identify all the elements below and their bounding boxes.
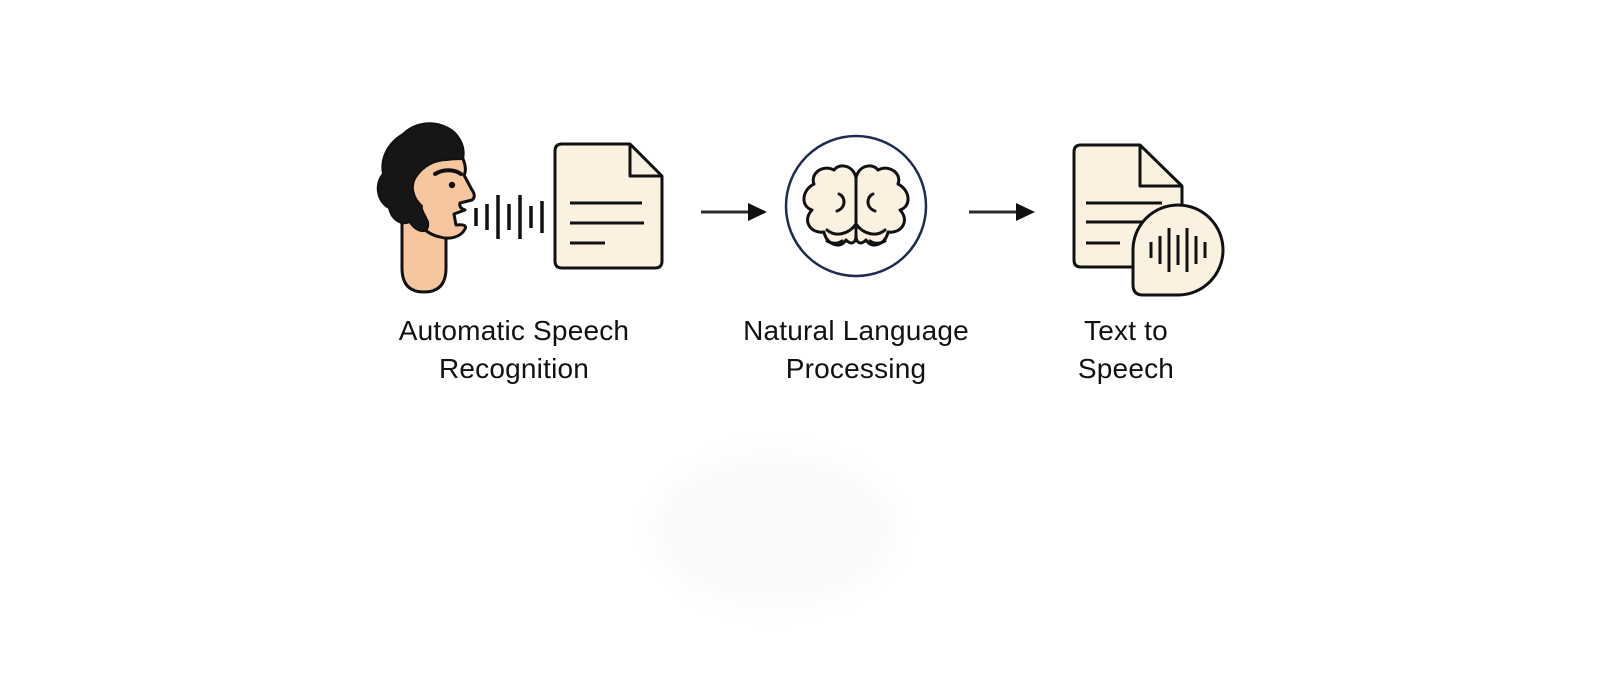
transcript-document-icon — [553, 142, 664, 270]
brain-circle-icon — [784, 134, 928, 278]
eyebrow-icon — [433, 168, 463, 176]
brain-left-hemisphere-icon — [802, 164, 858, 247]
stage-label-tts: Text to Speech — [1077, 315, 1175, 384]
person-speaking-icon — [376, 122, 476, 294]
folded-corner-icon — [628, 144, 662, 178]
stage-label-nlp: Natural Language Processing — [743, 315, 969, 384]
speech-bubble-waveform-icon — [1131, 203, 1225, 297]
faint-smudge — [652, 452, 897, 607]
eye-icon — [448, 181, 456, 189]
tts-document-icon — [1072, 143, 1225, 297]
stage-label-asr: Automatic Speech Recognition — [398, 315, 630, 384]
flow-arrow-asr-to-nlp — [701, 203, 767, 221]
folded-corner-icon — [1138, 145, 1182, 188]
sound-waves-icon — [474, 195, 544, 239]
brain-right-hemisphere-icon — [854, 164, 910, 247]
flow-arrow-nlp-to-tts — [969, 203, 1035, 221]
